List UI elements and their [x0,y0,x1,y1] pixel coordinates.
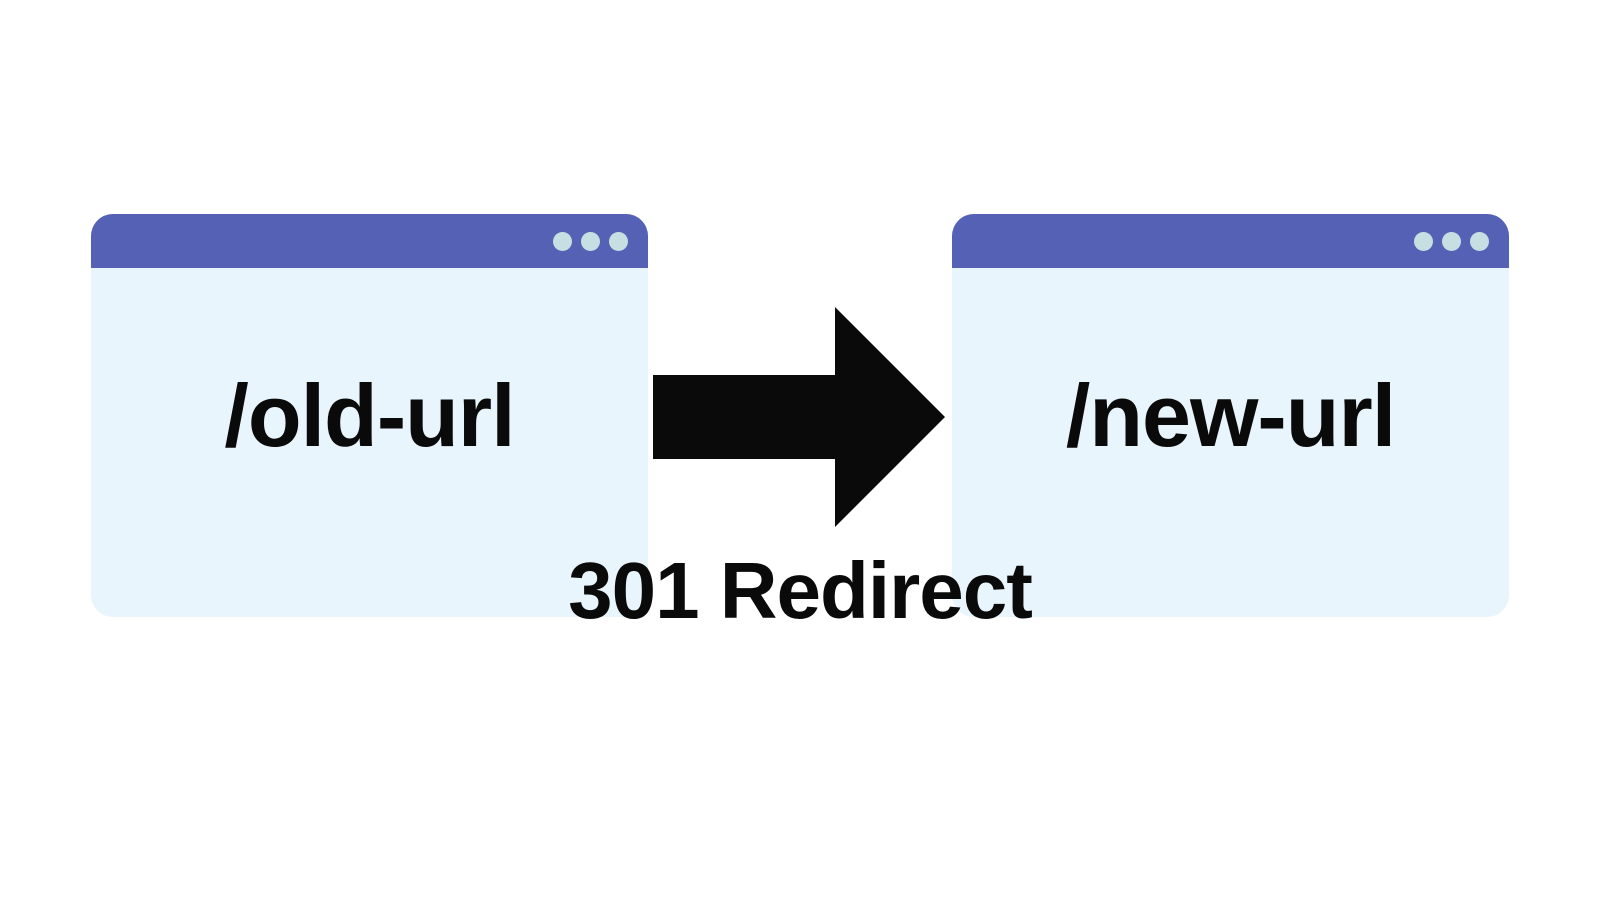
old-url-window: /old-url [91,214,648,617]
window-control-dot-icon [581,231,600,251]
window-control-dot-icon [1470,231,1489,251]
new-window-titlebar [952,214,1509,268]
new-url-label: /new-url [1065,366,1396,465]
old-url-label: /old-url [224,366,515,465]
window-control-dot-icon [553,231,572,251]
new-url-window: /new-url [952,214,1509,617]
redirect-arrow-icon [653,307,945,527]
window-control-dot-icon [609,231,628,251]
old-window-titlebar [91,214,648,268]
arrow-shape [653,307,945,527]
window-control-dot-icon [1442,231,1461,251]
redirect-label: 301 Redirect [568,546,1033,635]
window-control-dot-icon [1414,231,1433,251]
